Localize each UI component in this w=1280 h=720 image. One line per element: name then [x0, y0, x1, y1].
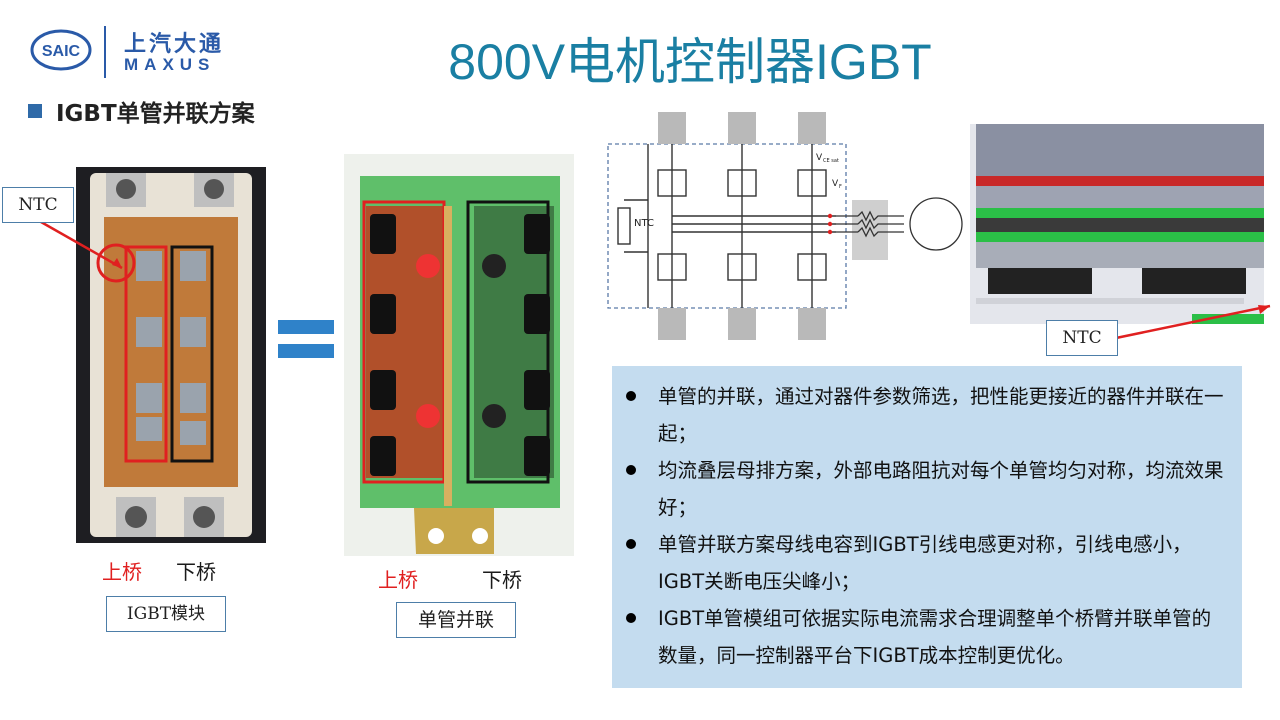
feature-bullet-list: 单管的并联，通过对器件参数筛选，把性能更接近的器件并联在一起； 均流叠层母排方案… — [612, 366, 1242, 674]
igbt-module-photo — [76, 167, 266, 543]
bullet-item: IGBT单管模组可依据实际电流需求合理调整单个桥臂并联单管的数量，同一控制器平台… — [622, 600, 1224, 674]
bullet-text: IGBT单管模组可依据实际电流需求合理调整单个桥臂并联单管的数量，同一控制器平台… — [658, 607, 1212, 667]
discrete-caption: 单管并联 — [396, 602, 516, 638]
bullet-text: 单管的并联，通过对器件参数筛选，把性能更接近的器件并联在一起； — [658, 385, 1224, 445]
saic-logo: SAIC — [30, 29, 92, 71]
equals-bar-top — [278, 320, 334, 334]
schematic-vce-text: V — [816, 153, 823, 163]
schematic-ntc-text: NTC — [634, 218, 654, 229]
bullet-item: 单管的并联，通过对器件参数筛选，把性能更接近的器件并联在一起； — [622, 378, 1224, 452]
square-bullet-icon — [28, 104, 42, 118]
bullet-text: 均流叠层母排方案，外部电路阻抗对每个单管均匀对称，均流效果好； — [658, 459, 1224, 519]
maxus-logo-en: MAXUS — [124, 55, 216, 74]
module-upper-bridge-label: 上桥 — [102, 560, 142, 584]
module-caption: IGBT模块 — [106, 596, 226, 632]
ntc-pointer-line — [33, 216, 123, 270]
schematic-vce-sub-text: CE sat — [823, 158, 839, 164]
bullet-dot-icon — [626, 391, 636, 401]
maxus-logo: 上汽大通 MAXUS — [124, 34, 250, 74]
logo-divider — [104, 26, 106, 78]
assembly-cross-section — [970, 124, 1264, 324]
bullet-item: 均流叠层母排方案，外部电路阻抗对每个单管均匀对称，均流效果好； — [622, 452, 1224, 526]
module-ntc-label: NTC — [2, 187, 74, 223]
equals-bar-bottom — [278, 344, 334, 358]
section-heading-text: IGBT单管并联方案 — [56, 101, 255, 127]
assembly-ntc-pointer-line — [1115, 304, 1271, 340]
board-upper-bridge-label: 上桥 — [378, 568, 418, 592]
assembly-ntc-label: NTC — [1046, 320, 1118, 356]
bullet-item: 单管并联方案母线电容到IGBT引线电感更对称，引线电感小，IGBT关断电压尖峰小… — [622, 526, 1224, 600]
schematic-vf-sub-text: F — [839, 184, 842, 190]
bullet-dot-icon — [626, 613, 636, 623]
discrete-parallel-board — [344, 154, 574, 556]
saic-logo-text: SAIC — [42, 43, 81, 60]
schematic-vf-text: V — [832, 179, 839, 189]
circuit-schematic: NTC V CE sat V F — [604, 100, 970, 346]
feature-bullets-panel: 单管的并联，通过对器件参数筛选，把性能更接近的器件并联在一起； 均流叠层母排方案… — [612, 366, 1242, 688]
section-heading: IGBT单管并联方案 — [28, 94, 255, 128]
maxus-logo-cn: 上汽大通 — [124, 32, 225, 57]
board-lower-bridge-label: 下桥 — [482, 568, 522, 592]
bullet-dot-icon — [626, 465, 636, 475]
page-title: 800V电机控制器IGBT — [448, 34, 932, 90]
module-lower-bridge-label: 下桥 — [176, 560, 216, 584]
bullet-dot-icon — [626, 539, 636, 549]
bullet-text: 单管并联方案母线电容到IGBT引线电感更对称，引线电感小，IGBT关断电压尖峰小… — [658, 533, 1192, 593]
